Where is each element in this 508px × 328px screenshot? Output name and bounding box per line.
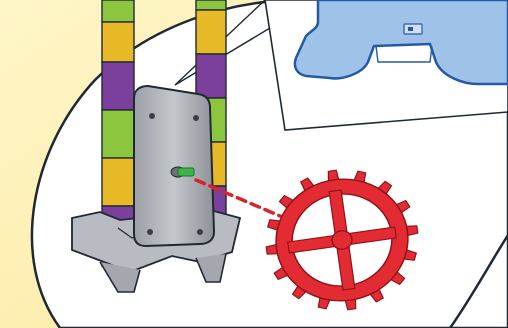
mount-plate-icon [134, 86, 214, 246]
axle-peg-icon [171, 167, 194, 177]
